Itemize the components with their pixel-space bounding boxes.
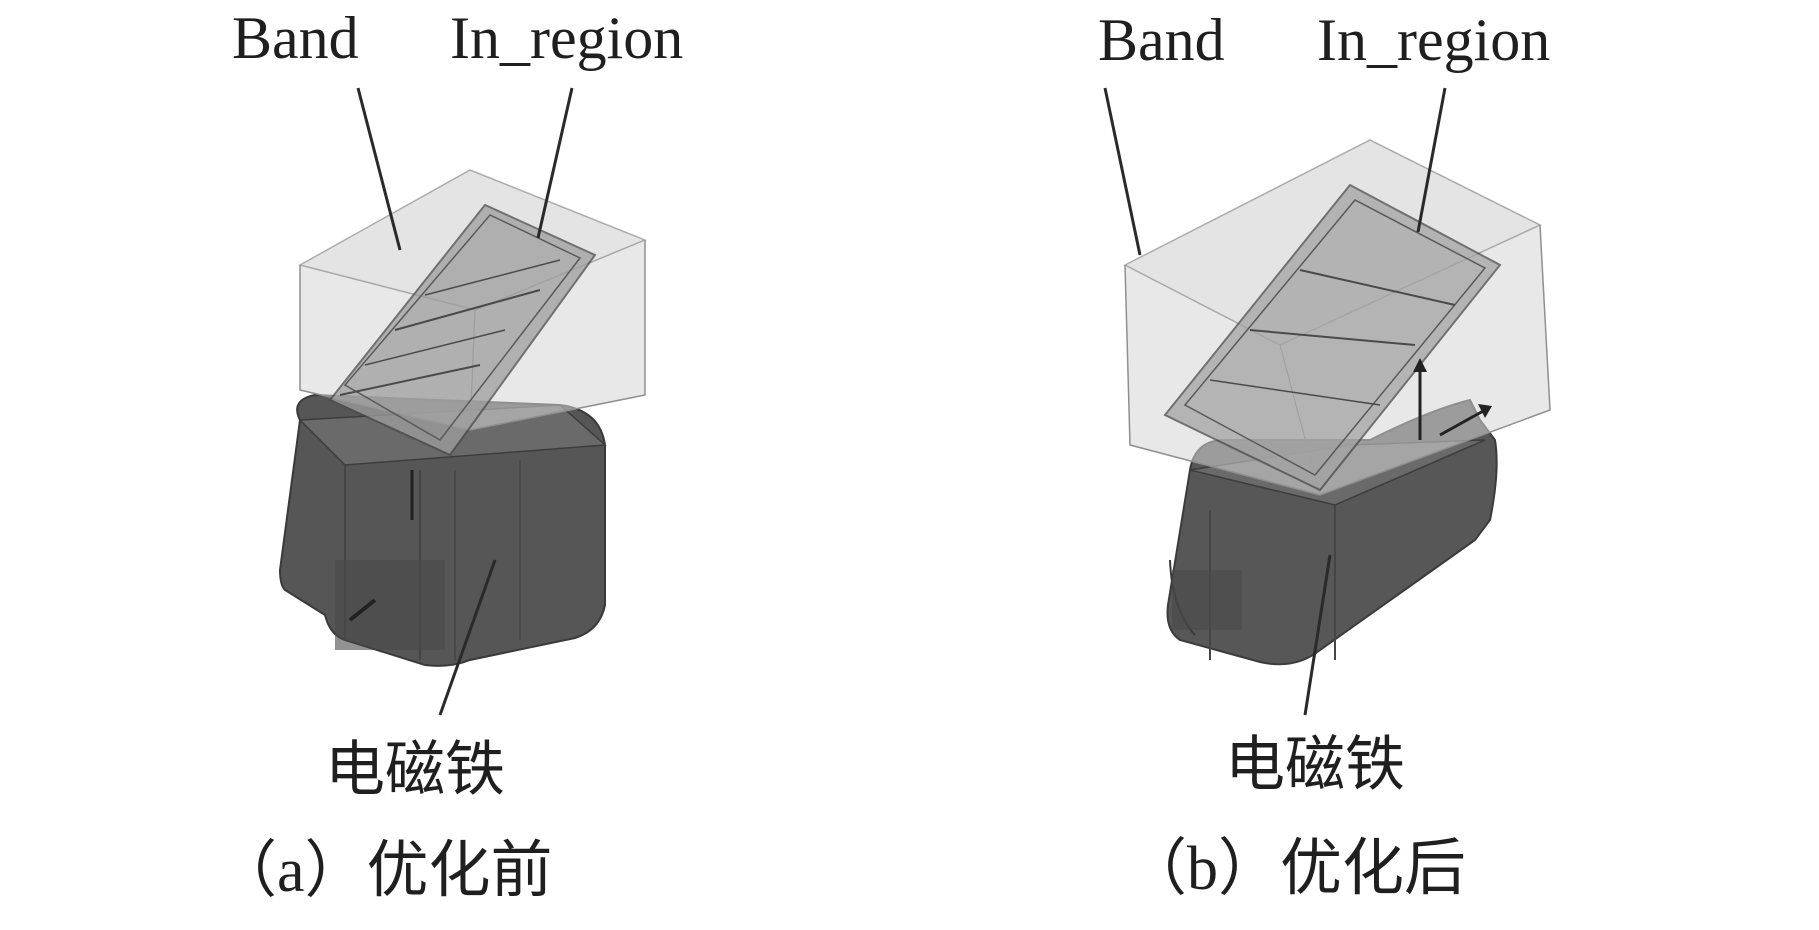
label-in-region: In_region [450,5,684,71]
panel-a-before-optimization: Band In_region 电磁铁 （a）优化前 [0,0,909,930]
leader-inregion-a [536,87,574,239]
leader-magnet-a [438,559,497,716]
model-b-graphic [1103,87,1551,716]
label-in-region: In_region [1317,7,1551,73]
model-a-graphic [278,87,647,716]
leader-inregion-b [1416,87,1447,233]
leader-band-a [356,87,402,251]
label-band: Band [232,5,359,71]
leader-band-b [1103,87,1142,256]
label-electromagnet: 电磁铁 [325,737,505,803]
caption-a: （a）优化前 [215,837,553,905]
label-band: Band [1098,7,1225,73]
label-electromagnet: 电磁铁 [1225,732,1405,798]
in-region-plate-b [1163,183,1502,492]
leader-magnet-b [1303,554,1332,716]
panel-b-after-optimization: Band In_region 电磁铁 （b）优化后 [910,0,1819,930]
in-region-plate-a [328,203,597,457]
caption-b: （b）优化后 [1125,835,1467,903]
axis-arrows-b [1413,358,1492,440]
